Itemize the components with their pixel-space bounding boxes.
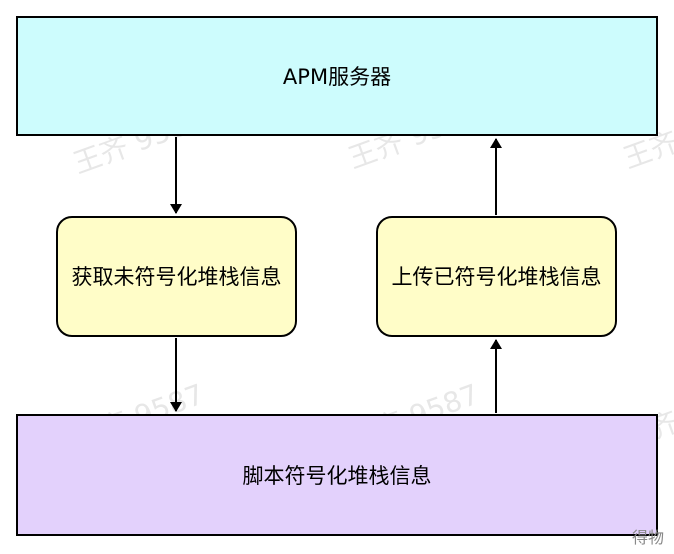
corner-label: 得物 — [631, 528, 664, 547]
fetch-unsymbolicated-label: 获取未符号化堆栈信息 — [71, 264, 282, 289]
upload-symbolicated-node: 上传已符号化堆栈信息 — [376, 216, 617, 337]
apm-server-label: APM服务器 — [282, 65, 392, 89]
apm-server-node: APM服务器 — [16, 16, 658, 136]
script-symbolicate-node: 脚本符号化堆栈信息 — [16, 414, 658, 536]
script-symbolicate-label: 脚本符号化堆栈信息 — [242, 464, 432, 488]
upload-symbolicated-label: 上传已符号化堆栈信息 — [391, 264, 602, 289]
fetch-unsymbolicated-node: 获取未符号化堆栈信息 — [56, 216, 297, 337]
